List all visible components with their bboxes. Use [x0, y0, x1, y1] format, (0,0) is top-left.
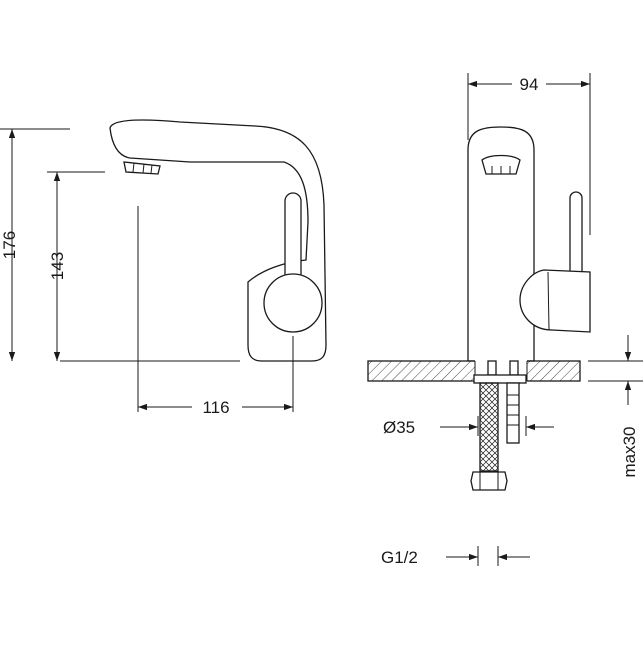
braided-hose — [479, 382, 499, 472]
dim-thread-label: G1/2 — [381, 548, 418, 567]
dim-143-label: 143 — [48, 252, 67, 280]
dim-116-label: 116 — [202, 398, 229, 417]
dim-max30-label: max30 — [620, 426, 639, 477]
side-aerator — [123, 161, 161, 175]
dim-176-label: 176 — [0, 231, 19, 259]
side-lever-knob — [263, 273, 323, 333]
front-faucet-body — [467, 126, 535, 362]
threaded-rod — [506, 382, 520, 444]
side-lever-stem — [284, 192, 302, 286]
dim-94-label: 94 — [520, 75, 539, 94]
side-view: 176 143 116 — [0, 119, 327, 418]
dim-diameter-label: Ø35 — [383, 418, 415, 437]
front-view: 94 Ø35 max30 G1/2 — [367, 72, 643, 567]
front-lever-stem — [569, 191, 583, 281]
front-lever-housing — [519, 269, 591, 333]
hose-nut — [470, 471, 508, 491]
